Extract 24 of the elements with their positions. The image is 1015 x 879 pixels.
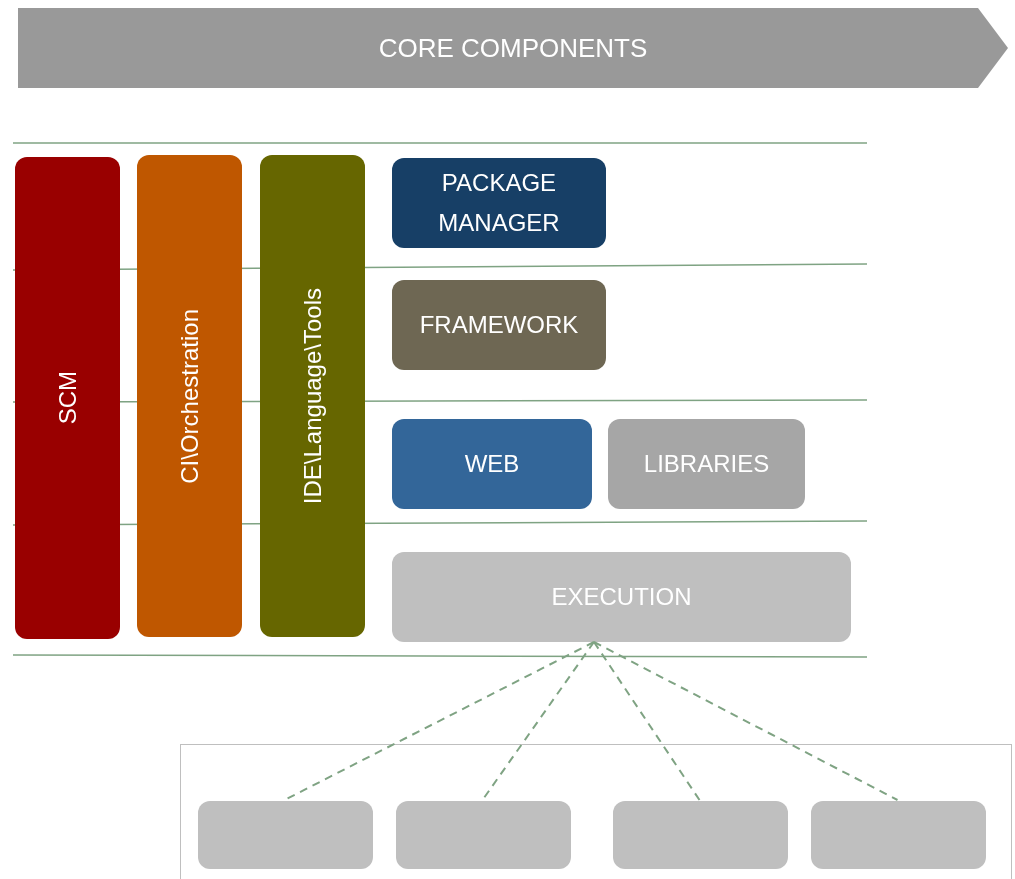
browser-box	[396, 801, 571, 869]
component-label: EXECUTION	[551, 582, 692, 612]
dashed-connector	[592, 641, 899, 801]
banner-title: CORE COMPONENTS	[378, 32, 648, 65]
group-frame	[180, 744, 1012, 879]
layer-bar	[260, 155, 365, 637]
layer-bar	[137, 155, 242, 637]
component-box	[392, 552, 851, 642]
component-label: FRAMEWORK	[419, 310, 579, 340]
component-label: PACKAGE MANAGER	[437, 168, 561, 238]
component-box	[392, 419, 592, 509]
layer-bar	[15, 157, 120, 639]
component-box	[392, 158, 606, 248]
component-label: CI\Orchestration	[174, 308, 204, 484]
component-label: SCM	[52, 371, 82, 425]
browser-box	[811, 801, 986, 869]
component-label: WEB	[464, 449, 520, 479]
dashed-connector	[592, 641, 701, 801]
browser-box	[198, 801, 373, 869]
component-label: IDE\Language\Tools	[297, 287, 327, 505]
component-box	[608, 419, 805, 509]
browser-box	[613, 801, 788, 869]
component-label: LIBRARIES	[643, 449, 770, 479]
component-box	[392, 280, 606, 370]
